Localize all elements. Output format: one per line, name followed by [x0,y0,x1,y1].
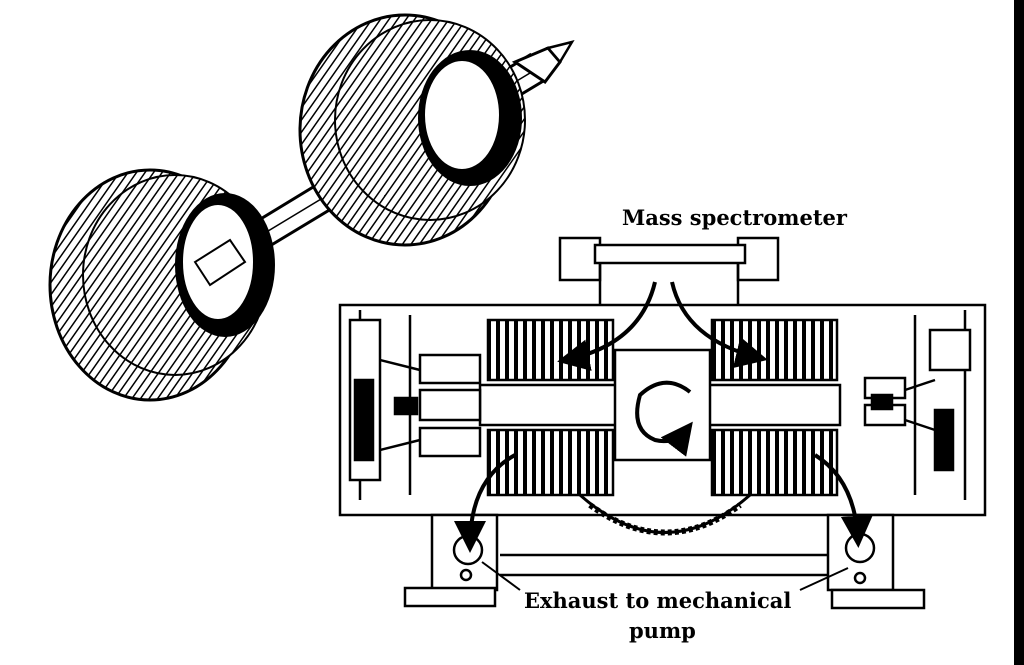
blade-stack-lower-left [486,428,615,497]
label-leader-left [481,561,521,591]
blade-stack-upper-left [486,318,615,382]
exhaust-label-line2: pump [629,618,696,643]
blade-stack-upper-right [710,318,839,382]
scan-edge-border [1014,0,1024,665]
right-bearing [863,328,972,472]
inflow-arrow-right [670,281,768,368]
exhaust-port-left [403,513,499,608]
exhaust-label-line1: Exhaust to mechanical [524,588,792,613]
flow-arrows [454,281,873,591]
rotor-disk-front [48,168,275,402]
exhaust-arrow-right [813,453,873,548]
exhaust-port-right [826,513,926,610]
inflow-arrow-left [557,281,657,371]
rotor-disk-rear [298,13,526,247]
label-leader-right [799,567,849,591]
left-bearing [348,318,482,482]
rotor-assembly [48,13,575,402]
pump-cross-section [338,236,987,610]
rotation-arrow [635,380,693,457]
blade-stack-lower-right [710,428,839,497]
mass-spectrometer-label: Mass spectrometer [622,205,847,230]
exhaust-arrow-left [454,453,516,553]
inlet-flange [558,236,780,310]
